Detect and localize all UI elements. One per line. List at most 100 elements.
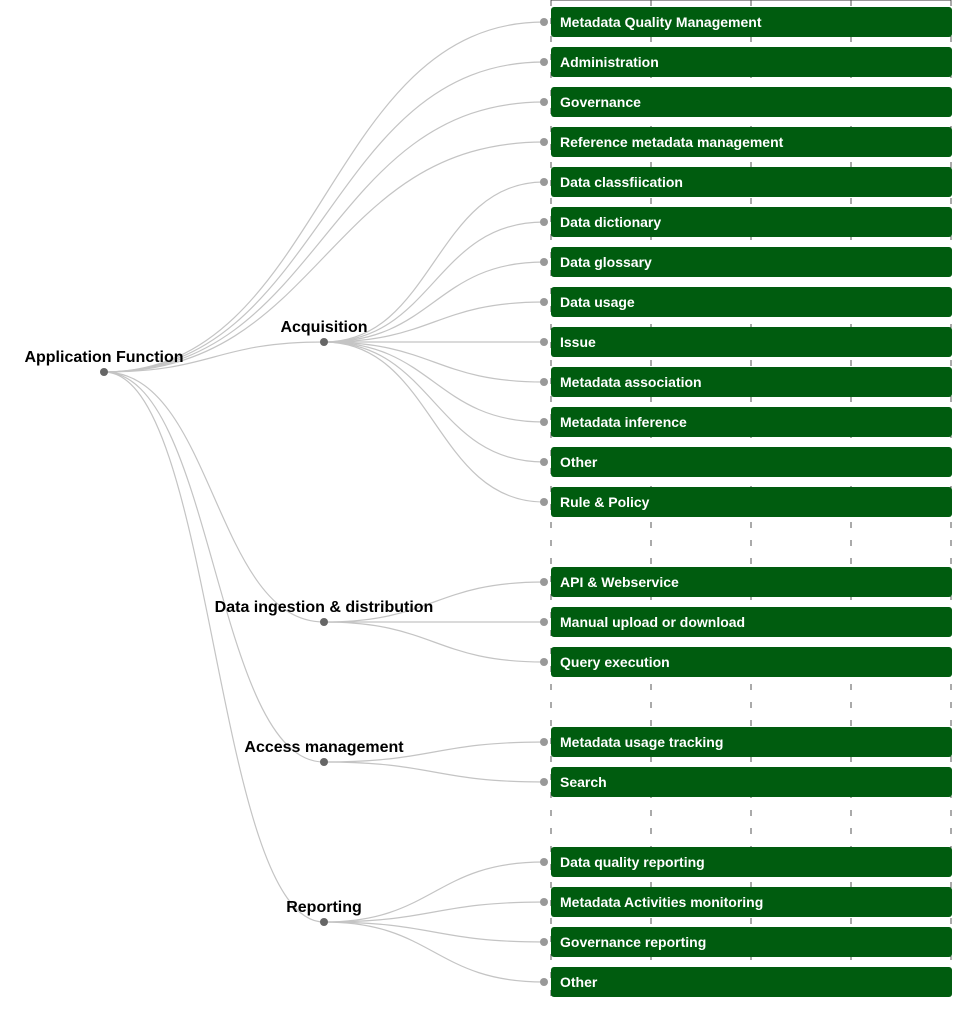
leaf-dot <box>540 58 548 66</box>
leaf-bar-rect <box>551 447 952 477</box>
leaf-dot <box>540 658 548 666</box>
leaf-search[interactable]: Search <box>551 767 952 797</box>
link-root-to-leaf <box>103 141 545 373</box>
leaf-label: Data classfiication <box>560 174 683 190</box>
link-branch-to-leaf <box>323 221 545 343</box>
link-root-to-leaf <box>103 21 545 373</box>
leaf-dot <box>540 738 548 746</box>
link-layer <box>103 21 545 983</box>
leaf-bar-rect <box>551 47 952 77</box>
link-root-to-leaf <box>103 61 545 373</box>
leaf-metadata-inference[interactable]: Metadata inference <box>551 407 952 437</box>
leaf-data-quality-reporting[interactable]: Data quality reporting <box>551 847 952 877</box>
leaf-dot <box>540 258 548 266</box>
link-branch-to-leaf <box>323 341 545 423</box>
branch-node-dot[interactable] <box>320 918 328 926</box>
link-root-to-branch <box>103 371 325 623</box>
leaf-bar-rect <box>551 847 952 877</box>
link-branch-to-leaf <box>323 921 545 943</box>
leaf-administration[interactable]: Administration <box>551 47 952 77</box>
leaf-manual-upload-or-download[interactable]: Manual upload or download <box>551 607 952 637</box>
leaf-data-glossary[interactable]: Data glossary <box>551 247 952 277</box>
leaf-label: Data glossary <box>560 254 652 270</box>
leaf-label: Metadata Quality Management <box>560 14 762 30</box>
leaf-dot <box>540 778 548 786</box>
leaf-metadata-usage-tracking[interactable]: Metadata usage tracking <box>551 727 952 757</box>
leaf-bar-rect <box>551 407 952 437</box>
leaf-label: Administration <box>560 54 659 70</box>
link-branch-to-leaf <box>323 621 545 663</box>
leaf-label: Metadata inference <box>560 414 687 430</box>
leaf-bar-rect <box>551 247 952 277</box>
leaf-bar-rect <box>551 767 952 797</box>
branch-label-data-ingestion-and-distribution: Data ingestion & distribution <box>215 599 434 616</box>
leaf-dot <box>540 898 548 906</box>
leaf-governance[interactable]: Governance <box>551 87 952 117</box>
leaf-label: Governance reporting <box>560 934 706 950</box>
leaf-dot <box>540 18 548 26</box>
leaf-bar-rect <box>551 727 952 757</box>
branch-label-access-management: Access management <box>244 739 404 756</box>
leaf-dot <box>540 138 548 146</box>
leaf-dot <box>540 858 548 866</box>
root-node-dot[interactable] <box>100 368 108 376</box>
leaf-governance-reporting[interactable]: Governance reporting <box>551 927 952 957</box>
leaf-bar-rect <box>551 327 952 357</box>
leaf-query-execution[interactable]: Query execution <box>551 647 952 677</box>
leaf-label: Reference metadata management <box>560 134 784 150</box>
leaf-issue[interactable]: Issue <box>551 327 952 357</box>
leaf-metadata-association[interactable]: Metadata association <box>551 367 952 397</box>
leaf-bar-rect <box>551 367 952 397</box>
leaf-label: Other <box>560 974 598 990</box>
leaf-label: Data quality reporting <box>560 854 705 870</box>
branch-node-dot[interactable] <box>320 618 328 626</box>
link-branch-to-leaf <box>323 741 545 763</box>
branch-node-dot[interactable] <box>320 758 328 766</box>
branch-node-dot[interactable] <box>320 338 328 346</box>
leaf-bar-rect <box>551 7 952 37</box>
branch-label-reporting: Reporting <box>286 899 362 916</box>
leaf-dot <box>540 458 548 466</box>
leaf-data-classfiication[interactable]: Data classfiication <box>551 167 952 197</box>
leaf-label: Data usage <box>560 294 635 310</box>
leaf-metadata-quality-management[interactable]: Metadata Quality Management <box>551 7 952 37</box>
leaf-label: Rule & Policy <box>560 494 650 510</box>
leaf-data-usage[interactable]: Data usage <box>551 287 952 317</box>
leaf-dot <box>540 378 548 386</box>
leaf-dot <box>540 98 548 106</box>
leaf-dot <box>540 618 548 626</box>
leaf-label: API & Webservice <box>560 574 679 590</box>
leaf-bar-rect <box>551 127 952 157</box>
leaf-metadata-activities-monitoring[interactable]: Metadata Activities monitoring <box>551 887 952 917</box>
leaf-bar-rect <box>551 287 952 317</box>
leaf-bar-rect <box>551 87 952 117</box>
leaf-dot <box>540 178 548 186</box>
leaf-label: Governance <box>560 94 641 110</box>
link-branch-to-leaf <box>323 341 545 383</box>
leaf-label: Issue <box>560 334 596 350</box>
leaf-bar-rect <box>551 207 952 237</box>
leaf-bar-rect <box>551 487 952 517</box>
root-label: Application Function <box>24 349 183 366</box>
leaf-data-dictionary[interactable]: Data dictionary <box>551 207 952 237</box>
link-branch-to-leaf <box>323 761 545 783</box>
link-branch-to-leaf <box>323 901 545 923</box>
link-branch-to-leaf <box>323 301 545 343</box>
link-branch-to-leaf <box>323 581 545 623</box>
link-branch-to-leaf <box>323 861 545 923</box>
leaf-dot <box>540 498 548 506</box>
leaf-other[interactable]: Other <box>551 967 952 997</box>
leaf-rule-and-policy[interactable]: Rule & Policy <box>551 487 952 517</box>
leaf-other[interactable]: Other <box>551 447 952 477</box>
leaf-dot <box>540 938 548 946</box>
leaf-bar-rect <box>551 647 952 677</box>
leaf-dot <box>540 978 548 986</box>
leaf-reference-metadata-management[interactable]: Reference metadata management <box>551 127 952 157</box>
leaf-dot <box>540 298 548 306</box>
leaf-dot <box>540 578 548 586</box>
leaf-api-and-webservice[interactable]: API & Webservice <box>551 567 952 597</box>
link-root-to-branch <box>103 371 325 763</box>
